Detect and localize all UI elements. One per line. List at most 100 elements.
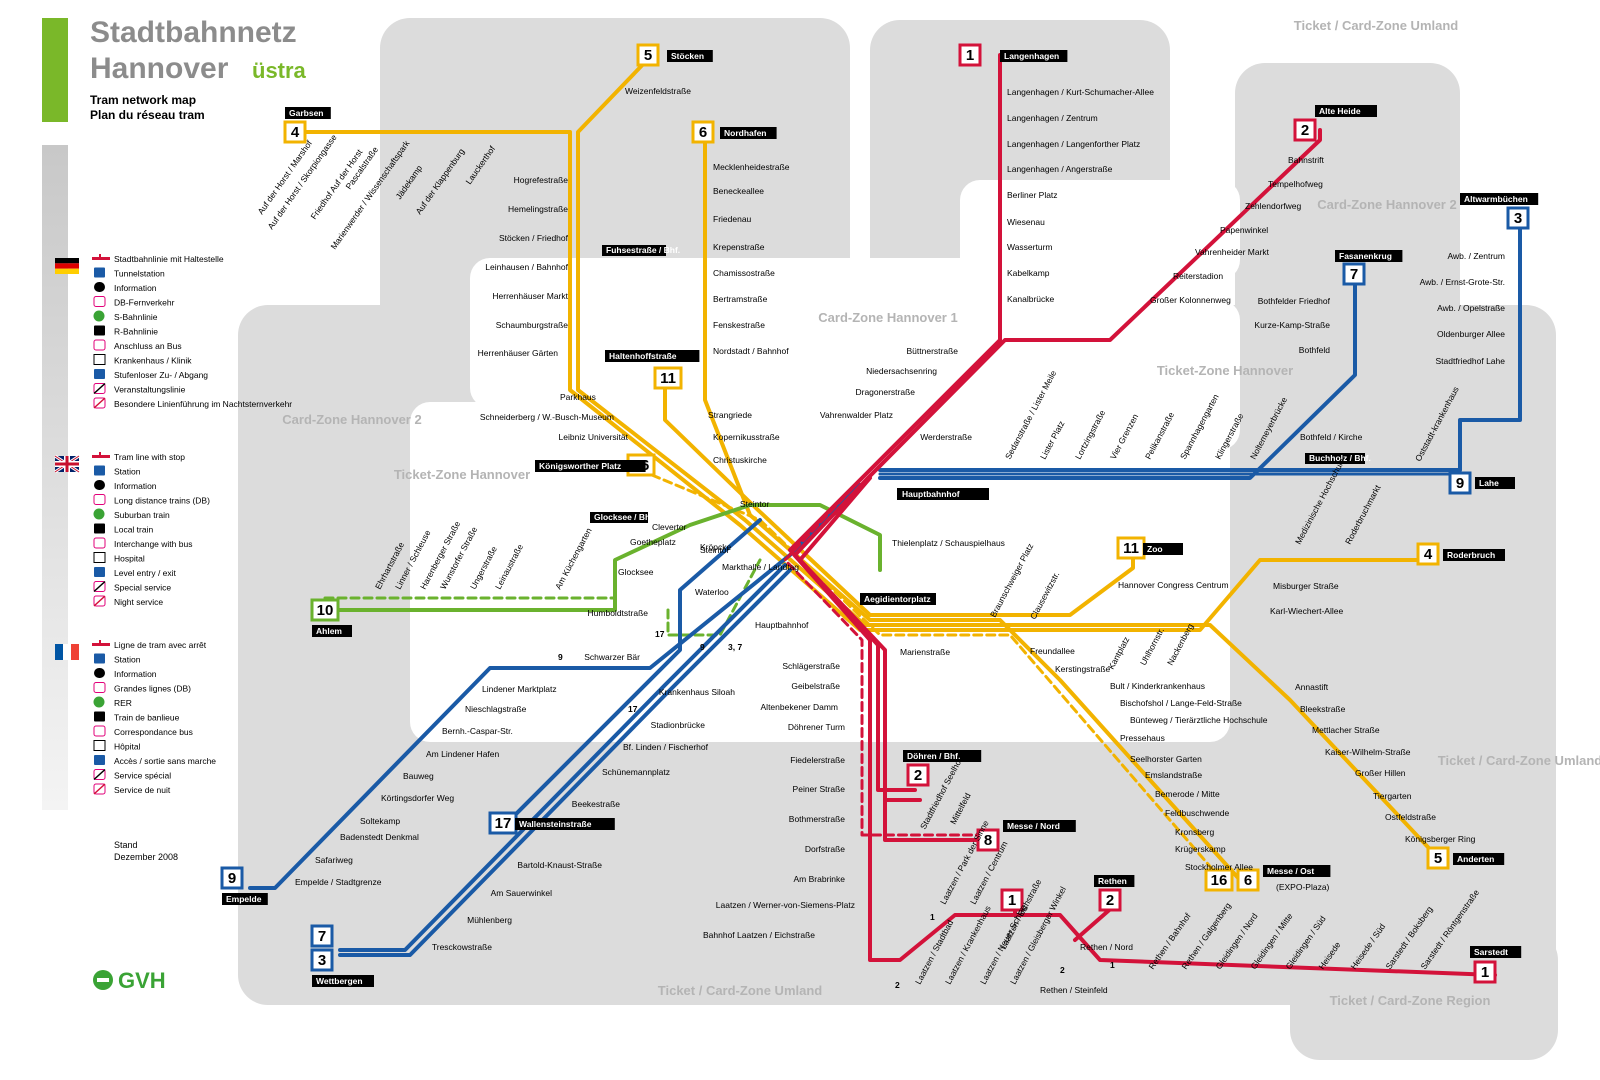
- station-green10-7: Glocksee: [618, 567, 654, 577]
- line-number-box: [691, 120, 715, 144]
- station-blue9west-9: Safariweg: [315, 855, 353, 865]
- line-18-dashed: [783, 476, 997, 837]
- svg-text:GVH: GVH: [118, 968, 166, 993]
- terminal-name: Alte Heide: [1319, 106, 1361, 116]
- line-9-west: [248, 483, 862, 890]
- zone-label-hannover-ne: Ticket-Zone Hannover: [1157, 363, 1293, 378]
- legend-de-1: Tunnelstation: [114, 269, 165, 279]
- legend-icon-18: [93, 382, 106, 395]
- station-yellow5north-6: Schaumburgstraße: [496, 320, 569, 330]
- station-blue3-3: Oldenburger Allee: [1437, 329, 1505, 339]
- legend-de-3: DB-Fernverkehr: [114, 298, 175, 308]
- station-red1-4: Berliner Platz: [1007, 190, 1058, 200]
- title-line1: Stadtbahnnetz: [90, 16, 297, 49]
- station-blue7-2: Bothfeld: [1299, 345, 1330, 355]
- line-tag-1: 17: [655, 629, 665, 639]
- station-yellow5north-2: Hemelingstraße: [508, 204, 568, 214]
- terminal-name-box: [720, 127, 777, 139]
- station-red1-3: Langenhagen / Angerstraße: [1007, 164, 1113, 174]
- hub-buchholz-box: [1305, 453, 1365, 464]
- station-red8south-8: Am Brabrinke: [794, 874, 846, 884]
- line-number: 6: [699, 124, 707, 141]
- stand-date: Dezember 2008: [114, 852, 178, 862]
- station-red8south-4: Fiedelerstraße: [790, 755, 845, 765]
- line-number-box: [220, 866, 244, 890]
- subtitle-en: Tram network map: [90, 93, 196, 107]
- legend-icon-hosp: [93, 740, 106, 751]
- station-yellow6north-0: Mecklenheidestraße: [713, 162, 790, 172]
- station-blue3-0: Awb. / Zentrum: [1448, 251, 1505, 261]
- terminal-name-box: [1143, 543, 1183, 555]
- flag-de: [55, 258, 79, 274]
- station-yellow6north-1: Beneckeallee: [713, 186, 764, 196]
- line-8: [798, 476, 992, 842]
- hub-hauptbahnhof-box: [897, 488, 989, 500]
- terminal-name-box: [1000, 50, 1068, 62]
- station-red1-9: Büttnerstraße: [907, 346, 959, 356]
- station-yellowEast-8: Kerstingstraße: [1055, 664, 1111, 674]
- legend-de-10: Besondere Linienführung im Nachtsternver…: [114, 399, 292, 409]
- station-red2-3: Papenwinkel: [1220, 225, 1268, 235]
- line-number-box: [976, 828, 1000, 852]
- station-yellow5north-3: Stöcken / Friedhof: [499, 233, 569, 243]
- hub-buchholz-label: Buchholz / Bhf.: [1309, 453, 1371, 463]
- station-blue17-2: Bf. Linden / Fischerhof: [623, 742, 709, 752]
- station-green10-8: Goetheplatz: [630, 537, 676, 547]
- station-yellow6north-8: Strangriede: [708, 410, 752, 420]
- line-number: 1: [1481, 964, 1489, 981]
- legend-icon-bus: [93, 725, 106, 737]
- station-yellowEast-16: Großer Hillen: [1355, 768, 1406, 778]
- terminal-name: Roderbruch: [1447, 550, 1495, 560]
- line-2-south: [883, 698, 922, 802]
- title-accent-bar: [42, 18, 68, 122]
- line-number-box: [310, 598, 340, 622]
- terminal-name-box: [1470, 946, 1522, 958]
- zone-label-h1: Card-Zone Hannover 1: [818, 310, 957, 325]
- station-yellow5north-8: Parkhaus: [560, 392, 596, 402]
- line-17: [503, 518, 762, 827]
- line-number: 3: [318, 952, 326, 969]
- station-blue9west-5: Bauweg: [403, 771, 434, 781]
- legend-icon-wc: [94, 567, 105, 577]
- station-blue9west-1: Lindener Marktplatz: [482, 684, 557, 694]
- legend-icon-U: [94, 267, 105, 278]
- line-number: 3: [1514, 210, 1522, 227]
- line-number-box: [1473, 960, 1497, 984]
- line-number: 4: [1424, 546, 1433, 563]
- legend-de-7: Krankenhaus / Klinik: [114, 356, 192, 366]
- brand-logo: üstra: [252, 58, 307, 83]
- station-yellow6north-6: Fenskestraße: [713, 320, 765, 330]
- station-yellow5north-4: Leinhausen / Bahnhof: [485, 262, 568, 272]
- line-number: 7: [318, 928, 326, 945]
- legend-icon-R: [94, 711, 105, 722]
- station-red1-11: Dragonerstraße: [855, 387, 915, 397]
- station-yellow6north-9: Kopernikusstraße: [713, 432, 780, 442]
- terminal-name-box: [1475, 477, 1515, 489]
- terminal-laatzen-line-1: 1: [1000, 888, 1024, 912]
- legend-icon-U: [94, 465, 105, 476]
- line-tag-4: 17: [628, 704, 638, 714]
- legend-icon-i: [94, 668, 105, 678]
- station-yellow6south-8: Kronsberg: [1175, 827, 1214, 837]
- gvh-logo: GVH: [93, 968, 166, 993]
- station-city-1: Kröpcke: [700, 542, 731, 552]
- legend-icon-bus: [93, 339, 106, 351]
- line-tag-6: 2: [895, 980, 900, 990]
- station-blue17-5: Bartold-Knaust-Straße: [517, 860, 602, 870]
- terminal-name-box: [605, 350, 700, 362]
- station-yellow6north-3: Krepenstraße: [713, 242, 765, 252]
- terminal-name: Messe / Nord: [1007, 821, 1060, 831]
- station-red8south-2: Altenbekener Damm: [761, 702, 838, 712]
- legend-fr-10: Service de nuit: [114, 785, 171, 795]
- terminal-name-box: [285, 107, 331, 119]
- station-red1-1: Langenhagen / Zentrum: [1007, 113, 1098, 123]
- line-number-box: [1236, 868, 1260, 892]
- station-blue17-7: Mühlenberg: [467, 915, 512, 925]
- station-red1-13: Werderstraße: [920, 432, 972, 442]
